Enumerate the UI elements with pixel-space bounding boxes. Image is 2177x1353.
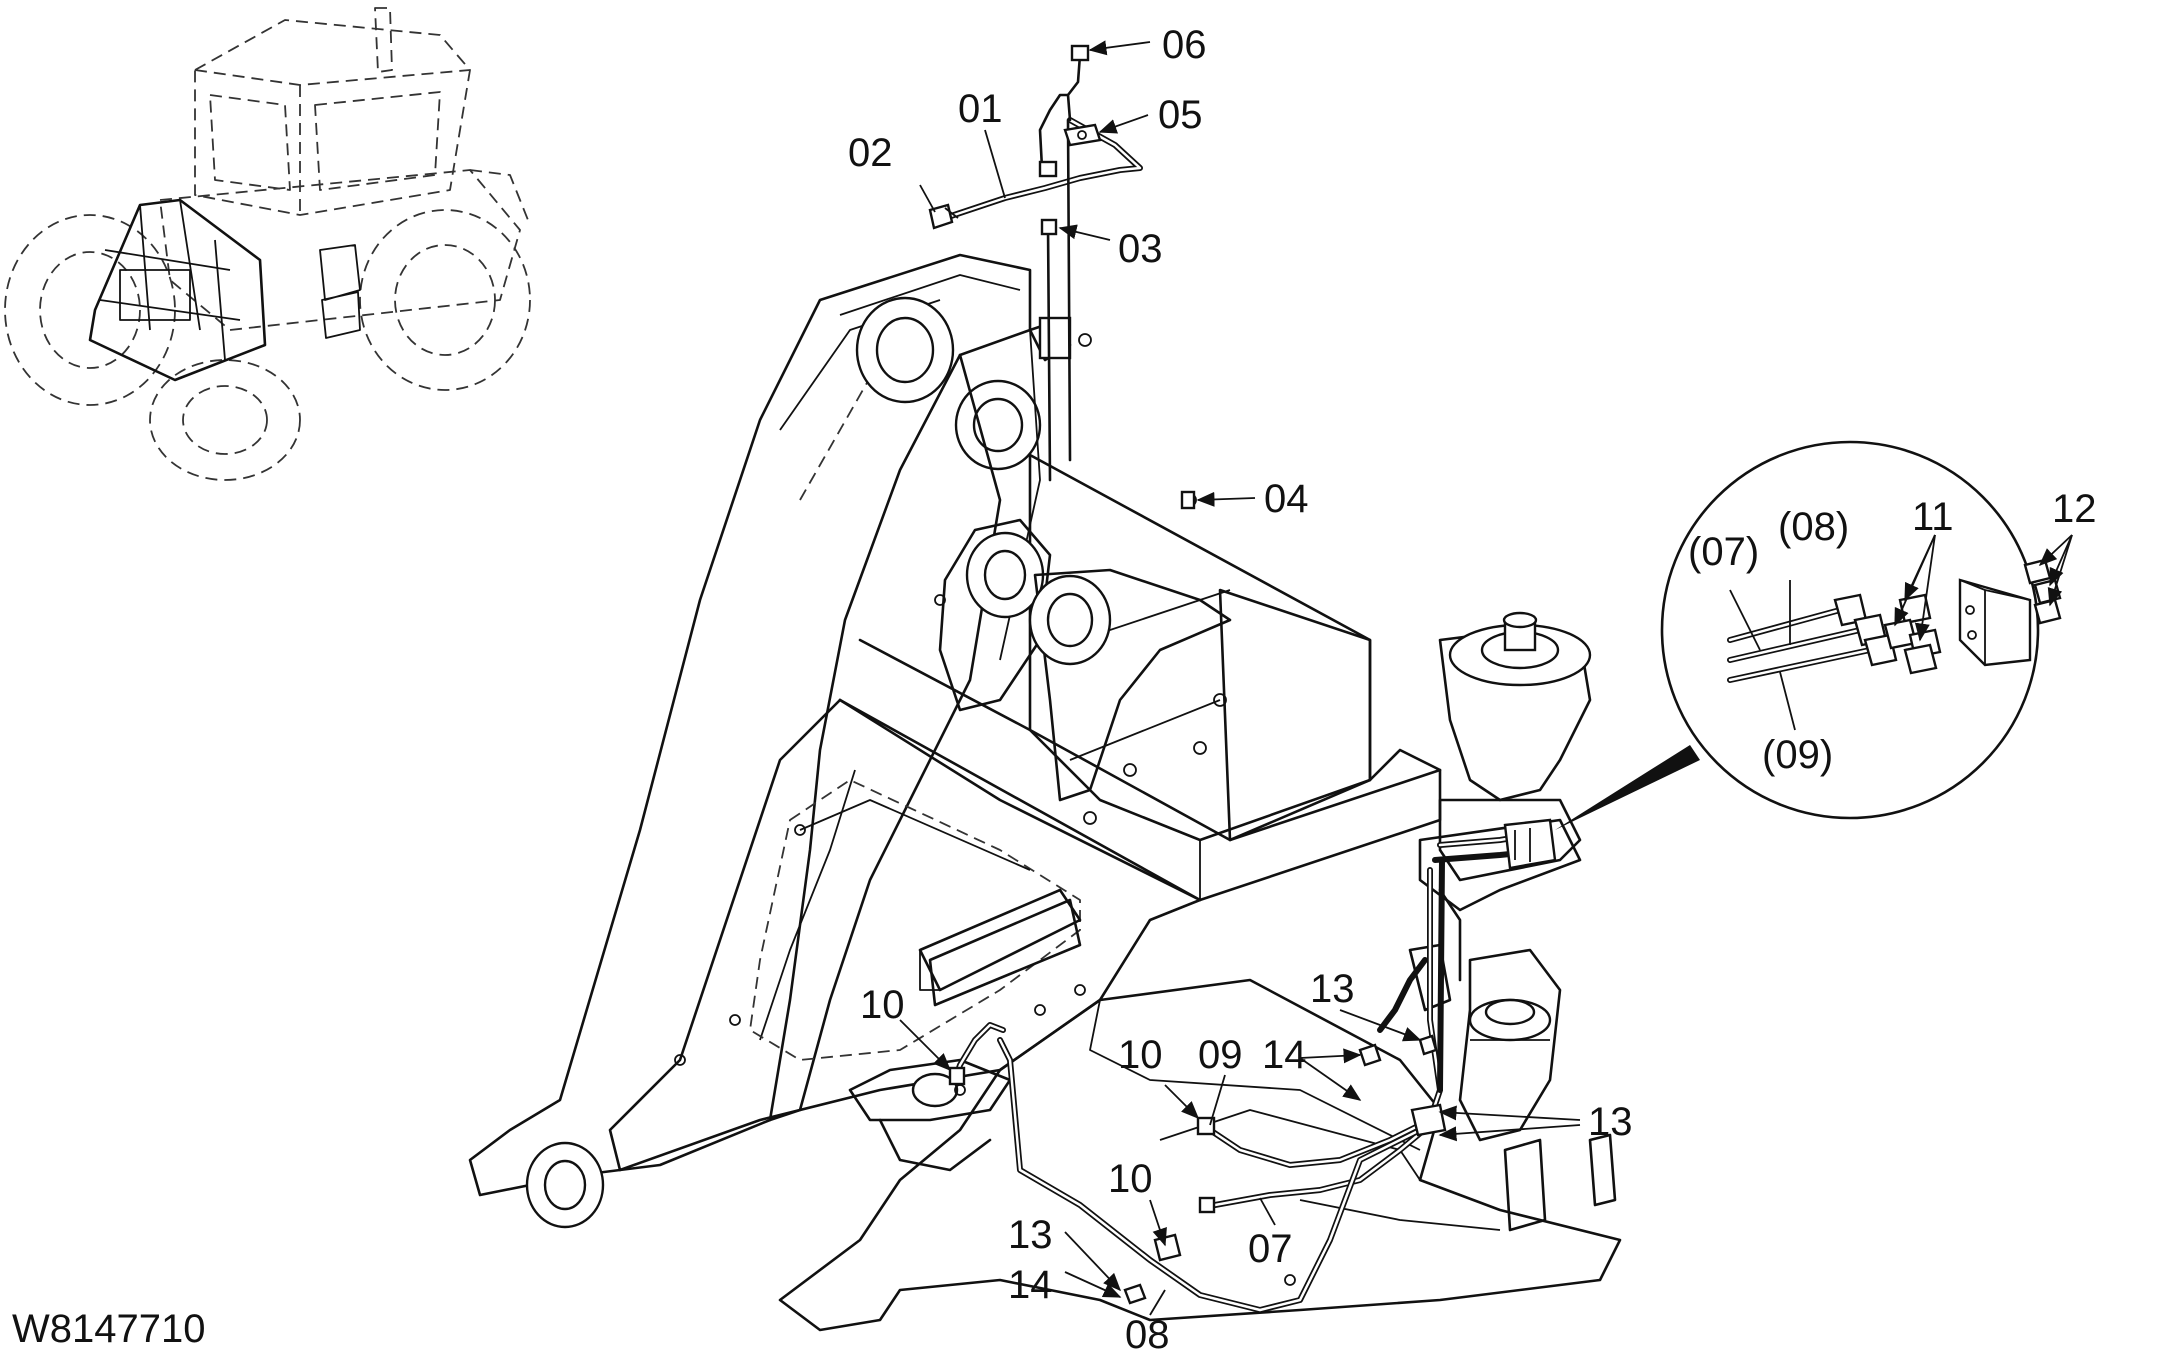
detail-callout-12: 12 [2052, 487, 2097, 531]
callout-01: 01 [958, 87, 1003, 131]
detail-callout-09: (09) [1762, 733, 1833, 777]
callout-14-lower: 14 [1008, 1263, 1053, 1307]
callout-13-lower: 13 [1008, 1213, 1053, 1257]
steering-pivot [1408, 611, 1617, 1232]
callout-10-center: 10 [1118, 1033, 1163, 1077]
detail-callout-11: 11 [1912, 495, 1954, 539]
callout-10-lower: 10 [1108, 1157, 1153, 1201]
callout-05: 05 [1158, 93, 1203, 137]
detail-view [1555, 440, 2062, 830]
callout-13-right: 13 [1588, 1100, 1633, 1144]
callout-10-upper-left: 10 [860, 983, 905, 1027]
locator-machine-thumbnail [4, 7, 531, 481]
leader-lines [899, 40, 2073, 1316]
callout-03: 03 [1118, 227, 1163, 271]
callout-02: 02 [848, 131, 893, 175]
callout-labels: 01 02 03 04 05 06 07 08 09 10 10 10 13 1… [12, 23, 2097, 1353]
callout-13-upper: 13 [1310, 967, 1355, 1011]
top-hose-assembly [928, 44, 1196, 510]
drawing-code: W8147710 [12, 1307, 205, 1351]
detail-callout-08: (08) [1778, 505, 1849, 549]
callout-14-upper: 14 [1262, 1033, 1307, 1077]
detail-callout-07: (07) [1688, 530, 1759, 574]
lower-hose-routing [948, 818, 1557, 1313]
callout-08: 08 [1125, 1313, 1170, 1353]
callout-07: 07 [1248, 1227, 1293, 1271]
callout-09: 09 [1198, 1033, 1243, 1077]
front-frame [468, 253, 1622, 1332]
callout-04: 04 [1264, 477, 1309, 521]
callout-06: 06 [1162, 23, 1207, 67]
